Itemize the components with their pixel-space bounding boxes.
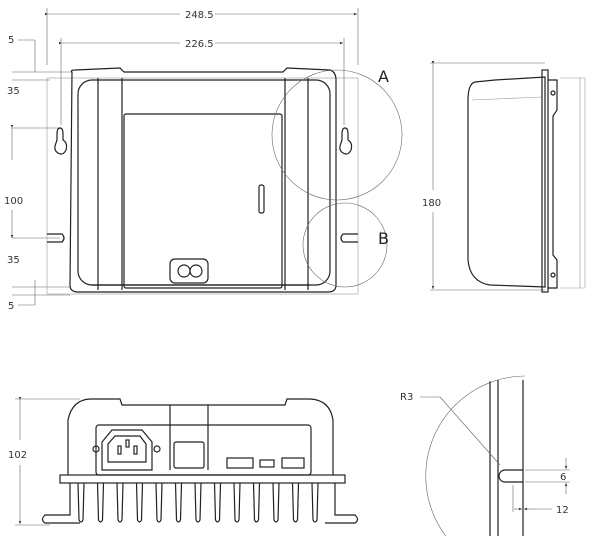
dim-bottom-offset: 5: [8, 301, 14, 312]
dim-slot-depth: 12: [556, 505, 569, 516]
detail-boundary: [425, 375, 526, 536]
connector-port: [169, 258, 209, 284]
dim-hole-spacing-width: 226.5: [185, 39, 214, 50]
heatsink-fin: [174, 482, 183, 523]
heatsink-fin: [194, 482, 202, 523]
mounting-slot: [498, 469, 523, 483]
heatsink-fin: [311, 482, 319, 523]
keyhole-left-icon: [54, 127, 68, 155]
dim-bottom-to-hole: 35: [7, 255, 20, 266]
dim-hole-spacing-height: 100: [4, 196, 23, 207]
foot-left: [41, 483, 80, 524]
heatsink-base: [59, 474, 346, 484]
front-view: 102: [8, 397, 359, 526]
detail-label-b: B: [378, 229, 389, 248]
heatsink-fin: [252, 482, 261, 523]
side-bracket: [548, 79, 558, 289]
detail-circle-a: [271, 69, 403, 201]
heatsink-fin: [213, 482, 222, 523]
heatsink-fin: [155, 482, 163, 523]
dim-detail-radius: R3: [400, 392, 413, 403]
iec-power-inlet-icon: [92, 429, 161, 471]
slot-left-icon: [47, 233, 65, 243]
detail-label-a: A: [378, 67, 389, 86]
detail-circle-b: [302, 202, 388, 288]
slot-right-icon: [340, 233, 358, 243]
mounting-bracket: [46, 77, 359, 295]
heatsink-fin: [116, 482, 124, 523]
heatsink-fin: [233, 482, 241, 523]
heatsink-fin: [291, 482, 300, 523]
foot-right: [325, 483, 359, 524]
heatsink-fins: [77, 482, 319, 523]
front-housing: [67, 398, 334, 475]
heatsink-fin: [272, 482, 280, 523]
dim-side-height: 180: [422, 198, 441, 209]
heatsink-fin: [96, 482, 105, 523]
indicator-slot: [258, 184, 265, 214]
terminal-connectors-icon: [226, 457, 305, 469]
detail-view: R3 6 12: [400, 375, 570, 536]
keyhole-right-icon: [339, 127, 353, 155]
dim-top-offset: 5: [8, 35, 14, 46]
side-housing: [467, 76, 546, 288]
heatsink-fin: [77, 482, 85, 523]
display-window: [123, 113, 283, 289]
top-view: 248.5 226.5 5 35 100 35 5 A B: [4, 8, 403, 312]
dim-front-height: 102: [8, 450, 27, 461]
housing-outline: [69, 67, 337, 293]
dim-slot-width: 6: [560, 472, 566, 483]
dim-top-to-hole: 35: [7, 86, 20, 97]
switch: [173, 441, 205, 469]
side-view: 180: [422, 61, 586, 293]
dim-overall-width: 248.5: [185, 10, 214, 21]
heatsink-fin: [135, 482, 144, 523]
